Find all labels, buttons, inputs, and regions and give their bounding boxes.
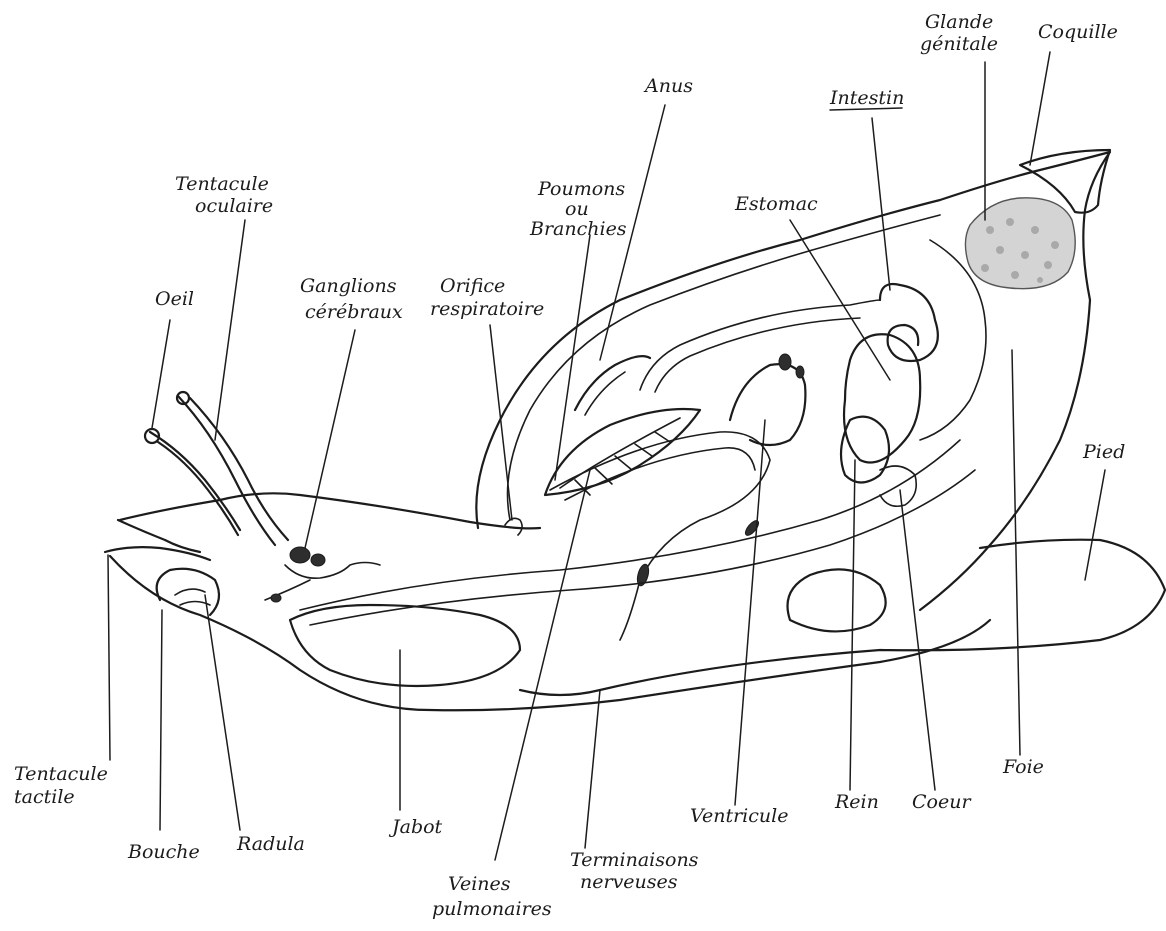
buccal-ganglion <box>271 594 281 602</box>
cerebral-ganglion-1 <box>290 547 310 563</box>
label-intestin: Intestin <box>829 87 904 109</box>
leader-tentacule-oculaire <box>215 220 245 440</box>
label-rein: Rein <box>834 791 879 813</box>
leader-ganglions <box>305 330 355 548</box>
inner-loop <box>788 569 886 631</box>
label-jabot: Jabot <box>388 816 443 838</box>
pulmonary-vessel-2 <box>565 448 755 500</box>
leader-orifice <box>490 325 512 520</box>
leader-pied <box>1085 470 1105 580</box>
label-coeur: Coeur <box>912 791 972 813</box>
label-coquille: Coquille <box>1038 21 1118 43</box>
label-oeil: Oeil <box>155 288 194 310</box>
label-tentacule-tactile-l1: Tentacule <box>14 763 108 785</box>
leader-tentacule-tactile <box>108 555 110 760</box>
label-ganglions-l1: Ganglions <box>300 275 397 297</box>
label-tentacule-tactile-l2: tactile <box>14 786 75 808</box>
pulmonary-vessel <box>550 432 770 640</box>
label-veines-l2: pulmonaires <box>432 898 552 920</box>
cerebral-ganglion-2 <box>311 554 325 566</box>
label-terminaisons-l1: Terminaisons <box>570 849 699 871</box>
label-pied: Pied <box>1082 441 1125 463</box>
leader-oeil <box>152 320 170 428</box>
rectum-tube-inner <box>585 372 625 415</box>
label-terminaisons-l2: nerveuses <box>580 871 678 893</box>
mouth-outline <box>157 569 219 615</box>
leader-veines <box>495 470 590 860</box>
cerebral-nerve <box>285 563 380 579</box>
tactile-tentacle <box>105 547 210 560</box>
label-orifice-l1: Orifice <box>440 275 505 297</box>
leader-poumons <box>555 235 590 480</box>
leader-bouche <box>160 610 162 830</box>
visceral-line-2 <box>310 470 975 625</box>
eye-tentacle-inner <box>190 398 288 540</box>
label-foie: Foie <box>1002 756 1044 778</box>
label-poumons-l3: Branchies <box>529 218 627 240</box>
crop-outline <box>290 605 520 686</box>
intestine-tube-2 <box>655 318 860 392</box>
intestine-tube <box>640 300 880 390</box>
eye-stalk-inner <box>158 442 238 535</box>
label-radula: Radula <box>236 833 305 855</box>
label-ventricule: Ventricule <box>690 805 788 827</box>
label-veines-l1: Veines <box>448 873 511 895</box>
leader-foie <box>1012 350 1020 755</box>
intestine-loops <box>880 284 938 361</box>
leader-intestin <box>872 118 890 290</box>
label-poumons-l1: Poumons <box>537 178 625 200</box>
genital-gland <box>965 198 1075 289</box>
nerve-ganglion-2 <box>743 519 761 538</box>
leader-ventricule <box>735 420 765 805</box>
labels: Glande génitale Coquille Anus Intestin T… <box>14 11 1125 920</box>
label-tentacule-oculaire-l1: Tentacule <box>175 173 269 195</box>
label-poumons-l2: ou <box>565 198 589 220</box>
leader-coquille <box>1030 52 1050 165</box>
mantle-inner-line <box>508 215 941 520</box>
label-anus: Anus <box>643 75 693 97</box>
label-glande-l2: génitale <box>920 33 998 55</box>
leader-terminaisons <box>585 690 600 848</box>
label-orifice-l2: respiratoire <box>430 298 544 320</box>
label-glande-l1: Glande <box>925 11 993 33</box>
ventricle-ganglion <box>779 354 791 370</box>
snail-body-drawing <box>105 150 1165 710</box>
kidney-outline <box>841 417 889 483</box>
leader-coeur <box>900 490 935 790</box>
label-estomac: Estomac <box>734 193 818 215</box>
label-tentacule-oculaire-l2: oculaire <box>195 195 273 217</box>
stomach-outline <box>844 334 920 462</box>
label-bouche: Bouche <box>127 841 200 863</box>
rectum-tube <box>575 356 650 410</box>
ventricle-ganglion-2 <box>796 366 804 378</box>
label-ganglions-l2: cérébraux <box>305 301 403 323</box>
